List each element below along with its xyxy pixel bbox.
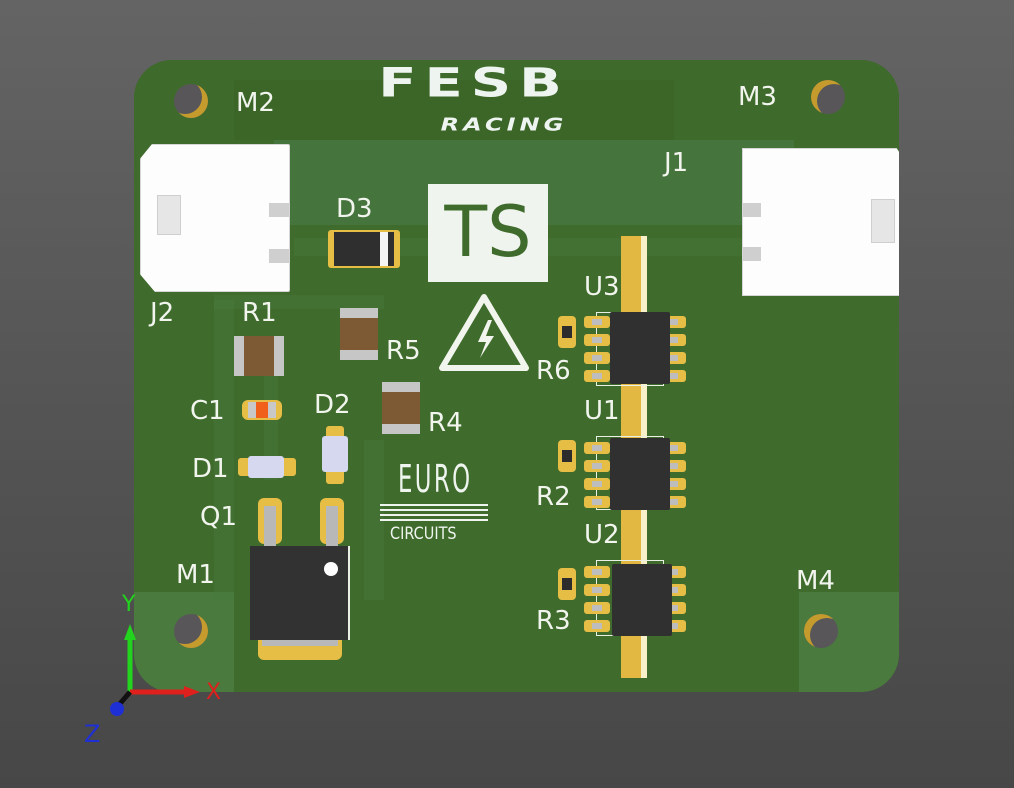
designator-u1: U1 bbox=[584, 396, 620, 426]
designator-u2: U2 bbox=[584, 520, 620, 550]
resistor-r2 bbox=[558, 440, 576, 472]
high-voltage-warning-icon bbox=[438, 292, 530, 372]
q1-lead bbox=[264, 506, 276, 546]
ic-u3 bbox=[610, 312, 670, 384]
eurocircuits-logo: EURO CIRCUITS bbox=[378, 458, 498, 550]
q1-lead bbox=[326, 506, 338, 546]
designator-j1: J1 bbox=[664, 148, 689, 178]
ic-pin bbox=[584, 442, 610, 454]
diode-d1 bbox=[248, 456, 284, 478]
connector-latch-icon bbox=[157, 195, 181, 235]
ts-badge: TS bbox=[428, 184, 548, 282]
pin1-marker bbox=[324, 562, 338, 576]
designator-u3: U3 bbox=[584, 272, 620, 302]
ic-pin bbox=[584, 334, 610, 346]
resistor-r6 bbox=[558, 316, 576, 348]
pcb-board: M2 M3 M1 M4 J1 J2 D3 R1 R5 R4 C1 D2 D1 Q… bbox=[134, 60, 899, 692]
logo-brand-top: FESB bbox=[378, 60, 570, 107]
designator-r6: R6 bbox=[536, 356, 571, 386]
ts-badge-text: TS bbox=[444, 191, 532, 273]
designator-d3: D3 bbox=[336, 194, 373, 224]
designator-q1: Q1 bbox=[200, 502, 238, 532]
connector-pin bbox=[269, 249, 289, 263]
axis-label-x: X bbox=[206, 680, 222, 705]
resistor-r5 bbox=[340, 308, 378, 360]
ic-pin bbox=[584, 496, 610, 508]
ic-pin bbox=[584, 370, 610, 382]
designator-r1: R1 bbox=[242, 298, 277, 328]
mounting-hole-m1 bbox=[174, 614, 208, 648]
connector-pin bbox=[743, 203, 761, 217]
connector-pin bbox=[743, 247, 761, 261]
resistor-r3 bbox=[558, 568, 576, 600]
designator-r5: R5 bbox=[386, 336, 421, 366]
designator-d1: D1 bbox=[192, 454, 229, 484]
ic-pin bbox=[584, 478, 610, 490]
resistor-r1 bbox=[234, 336, 284, 376]
ic-u1 bbox=[610, 438, 670, 510]
designator-m2: M2 bbox=[236, 88, 275, 118]
ic-pin bbox=[584, 584, 610, 596]
axis-label-z: Z bbox=[84, 720, 101, 748]
connector-pin bbox=[269, 203, 289, 217]
designator-r3: R3 bbox=[536, 606, 571, 636]
designator-m3: M3 bbox=[738, 82, 777, 112]
ic-pin bbox=[584, 352, 610, 364]
trace bbox=[214, 300, 234, 600]
designator-d2: D2 bbox=[314, 390, 351, 420]
trace bbox=[214, 295, 384, 309]
diode-d3 bbox=[334, 232, 394, 266]
ic-u2 bbox=[612, 564, 672, 636]
connector-j1 bbox=[742, 148, 899, 296]
eurocircuits-top: EURO bbox=[398, 457, 473, 501]
designator-j2: J2 bbox=[150, 298, 175, 328]
logo-brand-bottom: RACING bbox=[440, 114, 568, 135]
fesb-logo: FESB RACING bbox=[324, 60, 624, 146]
mounting-hole-m2 bbox=[174, 84, 208, 118]
resistor-r4 bbox=[382, 382, 420, 434]
trace bbox=[364, 440, 384, 600]
transistor-q1 bbox=[250, 546, 350, 640]
capacitor-c1 bbox=[248, 402, 276, 418]
axis-gizmo bbox=[80, 590, 240, 750]
ic-pin bbox=[584, 620, 610, 632]
mounting-hole-m4 bbox=[804, 614, 838, 648]
eurocircuits-lines bbox=[380, 504, 488, 522]
ic-pin bbox=[584, 316, 610, 328]
axis-label-y: Y bbox=[122, 592, 136, 617]
capacitor-body bbox=[256, 402, 268, 418]
designator-r4: R4 bbox=[428, 408, 463, 438]
copper-plane-left bbox=[234, 80, 674, 140]
designator-m4: M4 bbox=[796, 566, 835, 596]
eurocircuits-bottom: CIRCUITS bbox=[390, 524, 457, 544]
ic-pin bbox=[584, 602, 610, 614]
designator-m1: M1 bbox=[176, 560, 215, 590]
connector-j2 bbox=[140, 144, 290, 292]
ic-pin bbox=[584, 566, 610, 578]
ic-pin bbox=[584, 460, 610, 472]
connector-latch-icon bbox=[871, 199, 895, 243]
designator-r2: R2 bbox=[536, 482, 571, 512]
mounting-hole-m3 bbox=[811, 80, 845, 114]
diode-d2 bbox=[322, 436, 348, 472]
cathode-band bbox=[380, 232, 388, 266]
designator-c1: C1 bbox=[190, 396, 225, 426]
